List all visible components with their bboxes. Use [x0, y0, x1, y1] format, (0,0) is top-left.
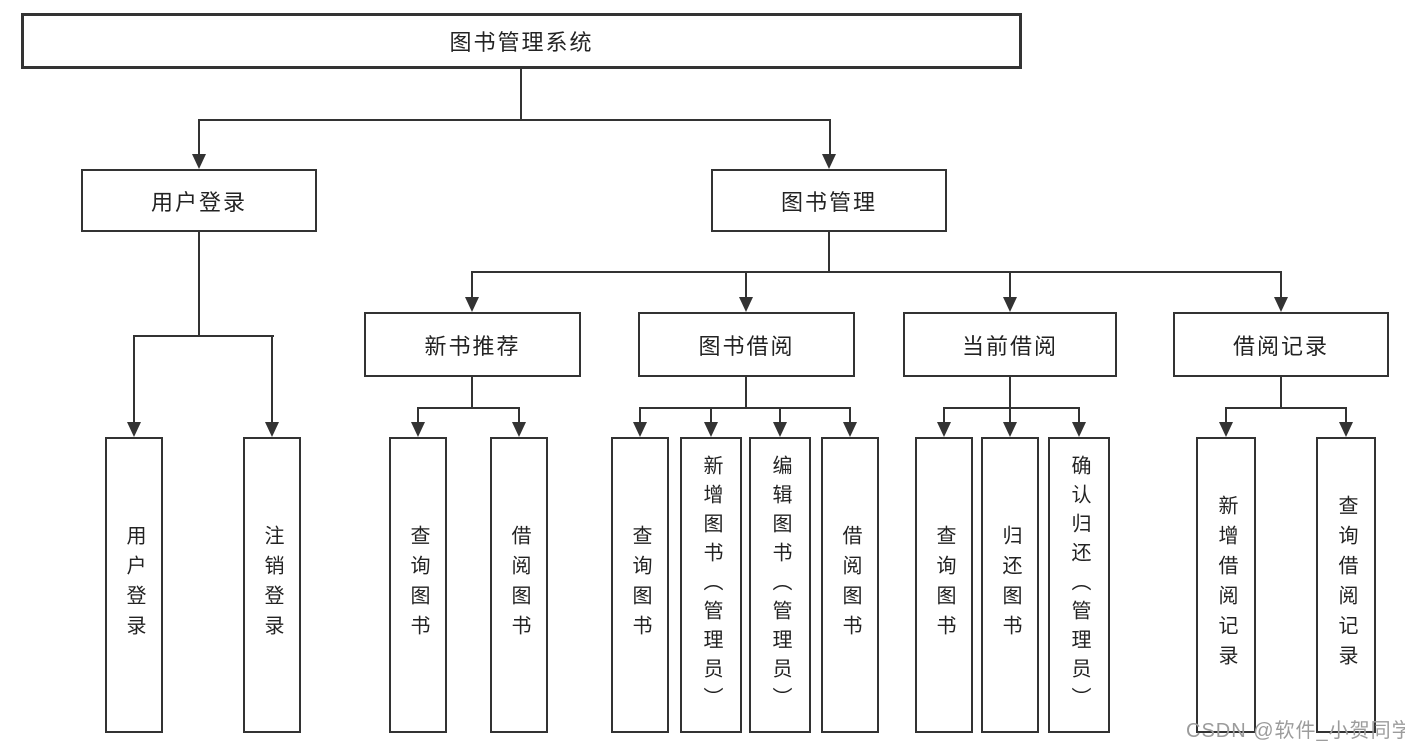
node-root-library-system: 图书管理系统: [21, 13, 1022, 69]
connector-book-borrow-stem-line: [745, 271, 747, 299]
arrow-down-borrow-edit-icon: [773, 422, 787, 437]
connector-current-return-stem-line: [1009, 407, 1011, 425]
connector-recommend-borrow-stem-line: [518, 407, 520, 425]
node-book-borrow: 图书借阅: [638, 312, 855, 377]
arrow-down-new-book-recommend-icon: [465, 297, 479, 312]
connector-level2-bar-line: [198, 119, 831, 121]
arrow-down-current-borrow-icon: [1003, 297, 1017, 312]
leaf-borrow-add-book-admin-label: 新增图书（管理员）: [700, 454, 722, 716]
connector-recommend-query-stem-line: [417, 407, 419, 425]
node-user-login: 用户登录: [81, 169, 317, 232]
leaf-recommend-query-book: 查询图书: [389, 437, 447, 733]
connector-current-borrow-stem-line: [1009, 271, 1011, 299]
connector-borrow-edit-stem-line: [779, 407, 781, 425]
leaf-recommend-borrow-book-label: 借阅图书: [508, 525, 530, 645]
leaf-borrow-edit-book-admin: 编辑图书（管理员）: [749, 437, 811, 733]
connector-current-query-stem-line: [943, 407, 945, 425]
leaf-current-query-book: 查询图书: [915, 437, 973, 733]
node-book-borrow-label: 图书借阅: [698, 333, 795, 359]
leaf-user-login: 用户登录: [105, 437, 163, 733]
arrow-down-recommend-query-icon: [411, 422, 425, 437]
arrow-down-current-confirm-icon: [1072, 422, 1086, 437]
connector-book-management-trunk-line: [828, 232, 830, 273]
connector-level3-bar-line: [471, 271, 1282, 273]
arrow-down-records-query-icon: [1339, 422, 1353, 437]
leaf-recommend-query-book-label: 查询图书: [407, 525, 429, 645]
connector-user-login-bar-line: [133, 335, 274, 337]
arrow-down-recommend-borrow-icon: [512, 422, 526, 437]
connector-borrow-add-stem-line: [710, 407, 712, 425]
arrow-down-records-add-icon: [1219, 422, 1233, 437]
csdn-watermark: CSDN @软件_小贺同学: [1186, 720, 1405, 742]
connector-user-login-trunk-line: [198, 232, 200, 336]
arrow-down-borrow-borrow-icon: [843, 422, 857, 437]
connector-borrow-trunk-line: [745, 377, 747, 409]
leaf-current-confirm-return-admin: 确认归还（管理员）: [1048, 437, 1110, 733]
connector-new-book-recommend-stem-line: [471, 271, 473, 299]
connector-current-confirm-stem-line: [1078, 407, 1080, 425]
leaf-borrow-add-book-admin: 新增图书（管理员）: [680, 437, 742, 733]
arrow-down-leaf-logout-icon: [265, 422, 279, 437]
arrow-down-current-return-icon: [1003, 422, 1017, 437]
arrow-down-book-borrow-icon: [739, 297, 753, 312]
leaf-borrow-query-book: 查询图书: [611, 437, 669, 733]
node-root-label: 图书管理系统: [449, 30, 594, 55]
connector-recommend-trunk-line: [471, 377, 473, 409]
leaf-records-query-record: 查询借阅记录: [1316, 437, 1376, 733]
arrow-down-book-management-icon: [822, 154, 836, 169]
node-new-book-recommend-label: 新书推荐: [424, 333, 521, 359]
node-current-borrow: 当前借阅: [903, 312, 1117, 377]
leaf-current-return-book: 归还图书: [981, 437, 1039, 733]
node-current-borrow-label: 当前借阅: [961, 333, 1058, 359]
arrow-down-user-login-icon: [192, 154, 206, 169]
arrow-down-leaf-user-login-icon: [127, 422, 141, 437]
connector-borrow-bar-line: [639, 407, 851, 409]
leaf-current-confirm-return-admin-label: 确认归还（管理员）: [1068, 454, 1090, 716]
connector-borrow-query-stem-line: [639, 407, 641, 425]
arrow-down-borrow-query-icon: [633, 422, 647, 437]
connector-user-login-stem-line: [198, 119, 200, 157]
leaf-logout: 注销登录: [243, 437, 301, 733]
connector-borrow-records-stem-line: [1280, 271, 1282, 299]
leaf-recommend-borrow-book: 借阅图书: [490, 437, 548, 733]
node-borrow-records: 借阅记录: [1173, 312, 1389, 377]
arrow-down-borrow-add-icon: [704, 422, 718, 437]
connector-leaf-user-login-stem-line: [133, 335, 135, 423]
leaf-records-add-record-label: 新增借阅记录: [1215, 495, 1237, 675]
node-user-login-label: 用户登录: [150, 189, 247, 215]
arrow-down-borrow-records-icon: [1274, 297, 1288, 312]
arrow-down-current-query-icon: [937, 422, 951, 437]
leaf-records-add-record: 新增借阅记录: [1196, 437, 1256, 733]
connector-leaf-logout-stem-line: [271, 335, 273, 423]
leaf-borrow-borrow-book-label: 借阅图书: [839, 525, 861, 645]
leaf-borrow-query-book-label: 查询图书: [629, 525, 651, 645]
connector-records-bar-line: [1225, 407, 1347, 409]
connector-root-trunk-line: [520, 69, 522, 121]
node-new-book-recommend: 新书推荐: [364, 312, 581, 377]
node-book-management: 图书管理: [711, 169, 947, 232]
leaf-user-login-label: 用户登录: [123, 525, 145, 645]
leaf-logout-label: 注销登录: [261, 525, 283, 645]
node-borrow-records-label: 借阅记录: [1232, 333, 1329, 359]
leaf-borrow-borrow-book: 借阅图书: [821, 437, 879, 733]
node-book-management-label: 图书管理: [780, 189, 877, 215]
connector-borrow-borrow-stem-line: [849, 407, 851, 425]
connector-current-bar-line: [943, 407, 1080, 409]
leaf-current-query-book-label: 查询图书: [933, 525, 955, 645]
connector-records-query-stem-line: [1345, 407, 1347, 425]
connector-records-trunk-line: [1280, 377, 1282, 409]
leaf-borrow-edit-book-admin-label: 编辑图书（管理员）: [769, 454, 791, 716]
connector-current-trunk-line: [1009, 377, 1011, 409]
connector-records-add-stem-line: [1225, 407, 1227, 425]
leaf-records-query-record-label: 查询借阅记录: [1335, 495, 1357, 675]
leaf-current-return-book-label: 归还图书: [999, 525, 1021, 645]
connector-recommend-bar-line: [417, 407, 520, 409]
connector-book-management-stem-line: [829, 119, 831, 157]
